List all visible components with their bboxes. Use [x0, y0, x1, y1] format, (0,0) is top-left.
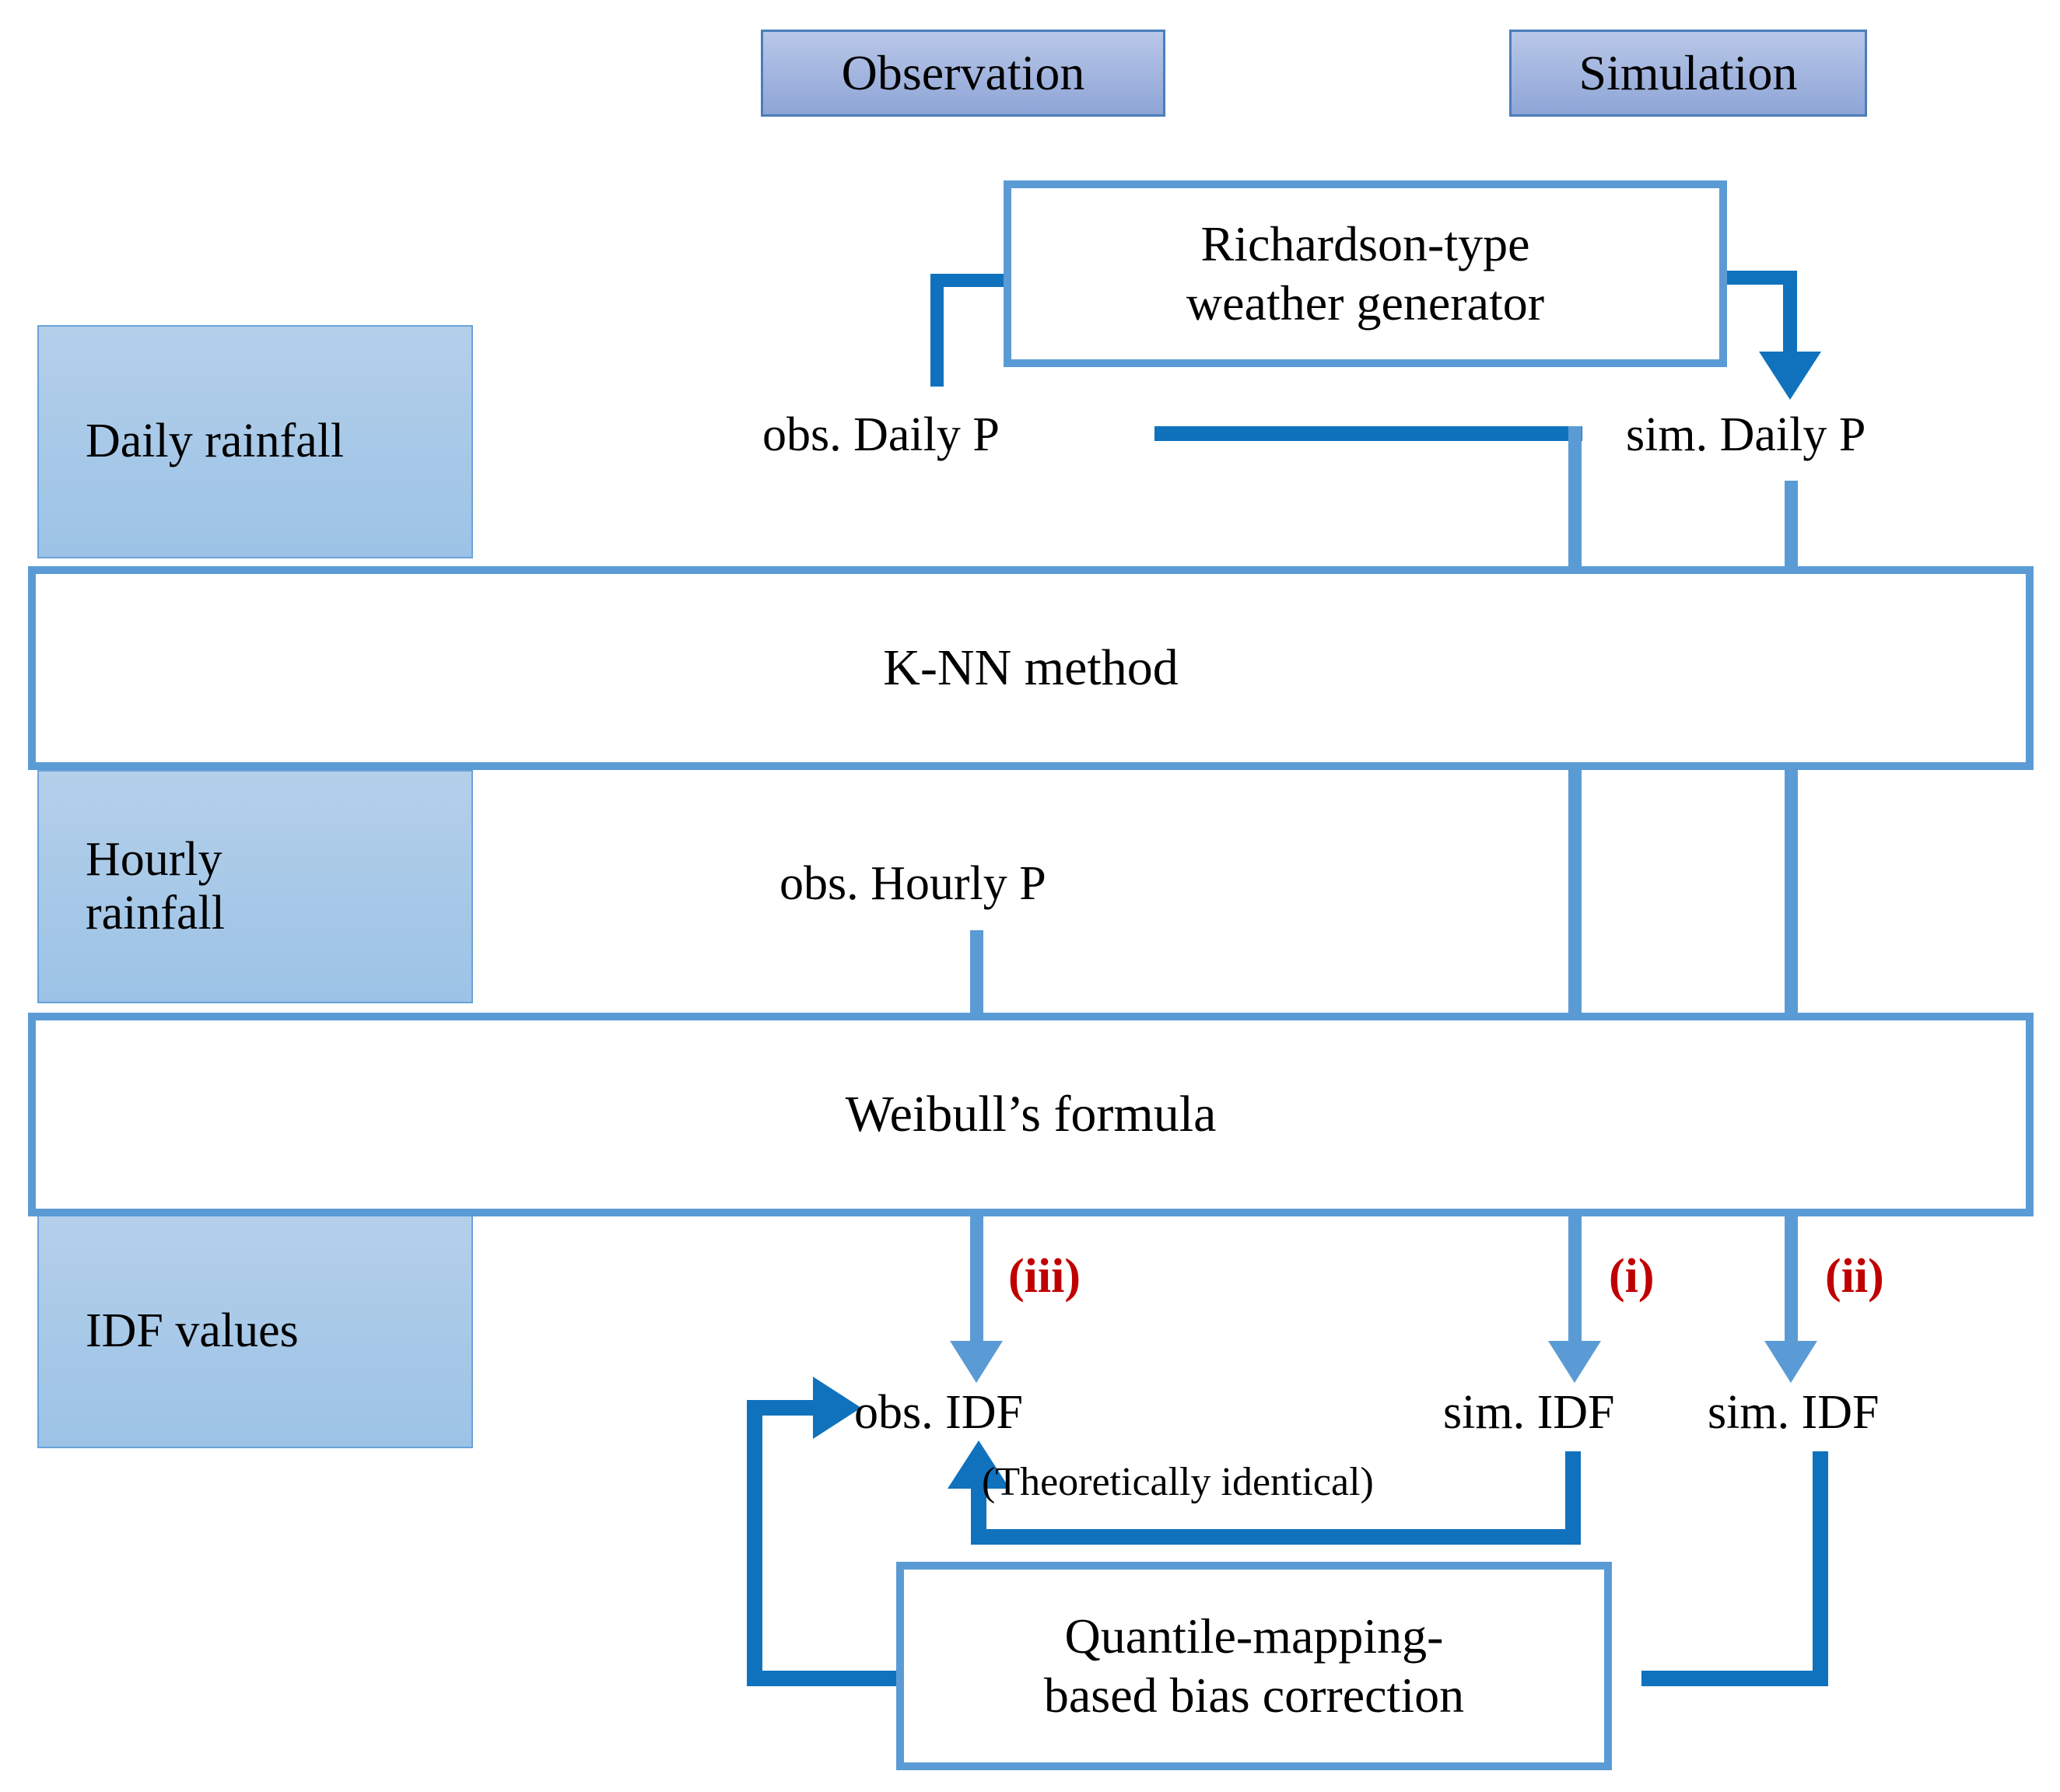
- connector-sim-daily-down-to-knn: [1785, 481, 1798, 570]
- process-box-bias-correction-line1: Quantile-mapping-: [1064, 1608, 1444, 1664]
- arrowhead-weibull-to-obs-idf: [950, 1341, 1003, 1383]
- arrowhead-identical-to-obs-idf: [948, 1440, 1010, 1489]
- data-node-sim-idf-1: sim. IDF: [1443, 1386, 1615, 1439]
- connector-obs-hourly-to-weibull: [970, 930, 983, 1017]
- connector-bias-to-obs-idf-horizontal-top: [747, 1400, 821, 1416]
- connector-obs-daily-to-generator-vertical: [930, 274, 944, 387]
- connector-bias-to-obs-idf-vertical: [747, 1400, 762, 1686]
- process-box-knn-method-label: K-NN method: [883, 639, 1179, 697]
- column-header-simulation: Simulation: [1509, 30, 1867, 117]
- connector-knn-to-weibull-sim1: [1568, 767, 1582, 1016]
- connector-generator-to-sim-daily-vertical: [1783, 271, 1797, 356]
- process-box-weather-generator: Richardson-type weather generator: [1004, 180, 1727, 367]
- connector-obs-daily-to-generator-horizontal: [930, 274, 1016, 287]
- marker-ii: (ii): [1825, 1250, 1884, 1303]
- data-node-obs-daily-p: obs. Daily P: [762, 408, 1000, 461]
- connector-weibull-to-sim-idf-1: [1568, 1213, 1582, 1346]
- process-box-knn-method: K-NN method: [28, 566, 2034, 770]
- connector-identical-horizontal: [971, 1529, 1581, 1545]
- connector-identical-vertical-left: [971, 1484, 986, 1545]
- row-label-daily-rainfall: Daily rainfall: [37, 325, 473, 558]
- row-label-hourly-rainfall-line1: Hourly: [86, 832, 222, 886]
- process-box-bias-correction: Quantile-mapping- based bias correction: [896, 1562, 1612, 1770]
- annotation-theoretically-identical: (Theoretically identical): [982, 1460, 1374, 1504]
- column-header-observation: Observation: [761, 30, 1165, 117]
- connector-sim-idf-2-to-bias-horizontal: [1641, 1671, 1828, 1686]
- process-box-weibull-formula-label: Weibull’s formula: [845, 1086, 1217, 1143]
- arrowhead-generator-to-sim-daily: [1759, 352, 1821, 400]
- data-node-sim-idf-2: sim. IDF: [1708, 1386, 1880, 1439]
- connector-obs-daily-down-to-knn: [1568, 426, 1582, 570]
- connector-weibull-to-obs-idf: [970, 1213, 983, 1346]
- row-label-hourly-rainfall-line2: rainfall: [86, 887, 226, 940]
- process-box-weibull-formula: Weibull’s formula: [28, 1013, 2034, 1216]
- connector-generator-to-sim-daily-horizontal: [1708, 271, 1797, 285]
- process-box-bias-correction-line2: based bias correction: [1043, 1668, 1465, 1723]
- row-label-idf-values: IDF values: [37, 1215, 473, 1448]
- marker-i: (i): [1609, 1250, 1655, 1303]
- process-box-weather-generator-line1: Richardson-type: [1200, 216, 1530, 272]
- arrowhead-weibull-to-sim-idf-2: [1764, 1341, 1817, 1383]
- data-node-obs-idf: obs. IDF: [854, 1386, 1024, 1439]
- data-node-sim-daily-p: sim. Daily P: [1626, 408, 1866, 461]
- row-label-idf-values-text: IDF values: [86, 1304, 299, 1358]
- connector-bias-to-obs-idf-horizontal-bottom: [747, 1671, 914, 1686]
- arrowhead-weibull-to-sim-idf-1: [1548, 1341, 1601, 1383]
- connector-obs-daily-horizontal: [1154, 426, 1582, 441]
- column-header-simulation-label: Simulation: [1578, 45, 1798, 100]
- connector-sim-idf-2-to-bias-vertical: [1813, 1451, 1828, 1685]
- marker-iii: (iii): [1008, 1250, 1081, 1303]
- column-header-observation-label: Observation: [841, 45, 1085, 100]
- row-label-daily-rainfall-text: Daily rainfall: [86, 415, 345, 468]
- arrowhead-bias-to-obs-idf: [813, 1377, 861, 1439]
- connector-knn-to-weibull-sim2: [1785, 767, 1798, 1016]
- data-node-obs-hourly-p: obs. Hourly P: [780, 857, 1046, 910]
- connector-weibull-to-sim-idf-2: [1785, 1213, 1798, 1346]
- process-box-weather-generator-line2: weather generator: [1186, 275, 1545, 331]
- row-label-hourly-rainfall: Hourly rainfall: [37, 770, 473, 1003]
- connector-identical-vertical-right: [1565, 1451, 1581, 1543]
